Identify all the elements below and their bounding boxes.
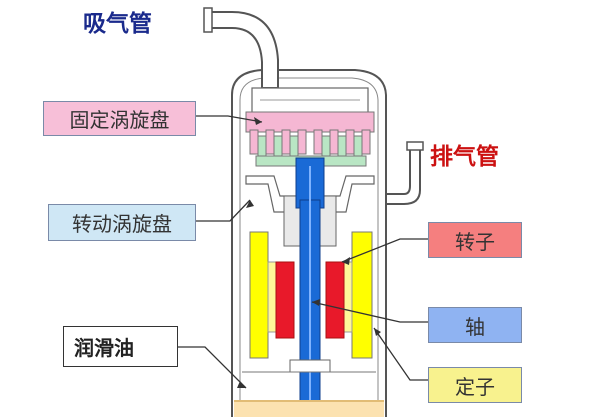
stator-left (249, 231, 269, 359)
discharge-pipe-label: 排气管 (430, 144, 499, 170)
discharge-pipe (385, 147, 421, 205)
main-frame (245, 175, 375, 213)
fixed-scroll-label: 固定涡旋盘 (43, 101, 196, 136)
orbiting-scroll-label: 转动涡旋盘 (48, 204, 196, 241)
suction-pipe-end (203, 7, 213, 33)
rotor-label: 转子 (428, 222, 522, 258)
fixed-scroll-teeth (249, 129, 371, 155)
stator-right-inner (343, 261, 353, 333)
inner-shell (239, 77, 379, 417)
leader-arrowheads (237, 117, 381, 388)
rotor-left (275, 261, 295, 339)
discharge-pipe-end (406, 141, 424, 151)
oil-sump (234, 400, 384, 417)
lubricating-oil-label: 润滑油 (63, 326, 178, 367)
shaft-label: 轴 (428, 307, 522, 343)
stator-left-inner (267, 261, 277, 333)
orbiting-scroll-teeth (257, 135, 363, 159)
lower-bearing (289, 359, 331, 373)
top-chamber (251, 87, 369, 115)
rotor-right (325, 261, 345, 339)
suction-pipe-label: 吸气管 (83, 11, 152, 37)
fixed-scroll-body (245, 111, 375, 133)
leader-lines (178, 115, 428, 389)
stator-label: 定子 (428, 367, 522, 403)
